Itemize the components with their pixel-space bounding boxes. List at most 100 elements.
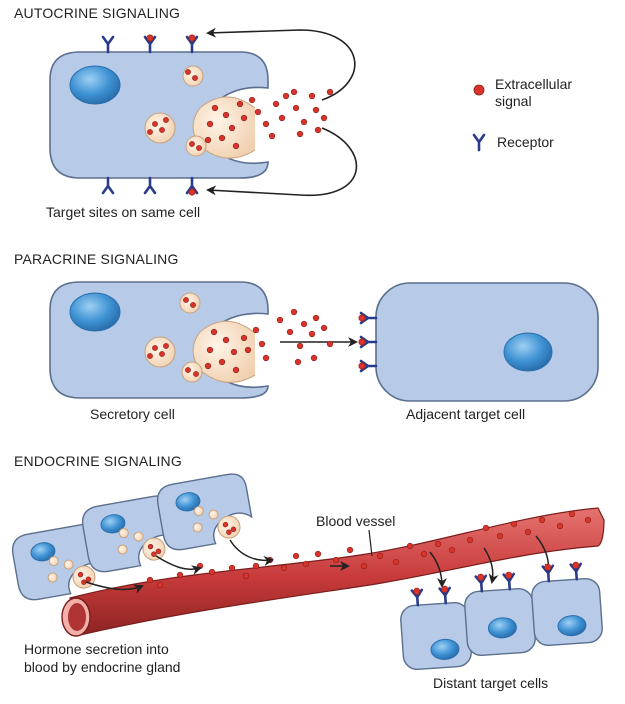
distant-target-cell bbox=[531, 561, 603, 647]
blood-signal bbox=[292, 552, 300, 560]
receptor-shape bbox=[541, 564, 555, 583]
gland-signal bbox=[85, 576, 92, 583]
receptor-shape bbox=[472, 133, 486, 152]
paracrine-signal bbox=[232, 366, 240, 374]
legend-receptor-label: Receptor bbox=[497, 134, 554, 150]
paracrine-secretory-label: Secretory cell bbox=[90, 406, 175, 422]
gland-signal bbox=[155, 548, 162, 555]
vesicle-signal bbox=[152, 121, 158, 127]
receptor-shape bbox=[359, 359, 378, 373]
paracrine-signal bbox=[258, 340, 266, 348]
blood-signal bbox=[556, 522, 564, 530]
blood-signal bbox=[496, 532, 504, 540]
autocrine-signal bbox=[236, 100, 244, 108]
receptor-shape bbox=[569, 562, 582, 581]
blood-signal bbox=[434, 540, 442, 548]
paracrine-signal bbox=[240, 334, 248, 342]
paracrine-title: PARACRINE SIGNALING bbox=[14, 251, 179, 267]
blood-vessel-lumen bbox=[68, 603, 86, 631]
receptor-shape bbox=[185, 35, 199, 54]
blood-signal bbox=[208, 568, 216, 576]
receptor-icon bbox=[358, 359, 378, 373]
bound-signal bbox=[358, 338, 366, 346]
paracrine-signal bbox=[300, 320, 308, 328]
receptor-icon bbox=[185, 34, 199, 54]
paracrine-signal bbox=[320, 324, 328, 332]
autocrine-signal bbox=[292, 104, 300, 112]
gland-nucleus bbox=[100, 514, 126, 534]
receptor-shape bbox=[410, 588, 424, 607]
blood-signal bbox=[228, 564, 236, 572]
vesicle-signal bbox=[163, 117, 169, 123]
blood-signal bbox=[392, 558, 400, 566]
receptor-icon bbox=[474, 573, 488, 593]
vesicle-signal bbox=[185, 367, 191, 373]
distant-target-cell bbox=[400, 585, 472, 671]
bound-signal bbox=[505, 571, 513, 579]
legend-receptor-icon bbox=[472, 133, 486, 152]
vesicle-signal bbox=[159, 351, 165, 357]
endocrine-arrow bbox=[229, 539, 274, 566]
blood-signal bbox=[252, 562, 260, 570]
gland-label-line1: Hormone secretion into bbox=[24, 641, 169, 657]
gland-vesicle bbox=[192, 522, 203, 533]
paracrine-signal bbox=[206, 346, 214, 354]
paracrine-signal bbox=[252, 326, 260, 334]
blood-signal bbox=[448, 546, 456, 554]
receptor-shape bbox=[474, 574, 488, 593]
blood-signal bbox=[280, 564, 288, 572]
gland-signal bbox=[230, 526, 237, 533]
vesicle-signal bbox=[147, 353, 153, 359]
blood-signal bbox=[314, 550, 322, 558]
blood-signal bbox=[156, 581, 164, 589]
receptor-icon bbox=[101, 176, 115, 195]
endocrine-arrow bbox=[85, 581, 144, 594]
paracrine-signal bbox=[310, 354, 318, 362]
bound-signal bbox=[188, 188, 196, 196]
gland-vesicle bbox=[142, 537, 166, 561]
bound-signal bbox=[544, 563, 552, 571]
gland-vesicle bbox=[117, 544, 128, 555]
autocrine-signal bbox=[296, 130, 304, 138]
legend-signal-label-line2: signal bbox=[495, 93, 532, 109]
blood-vessel-pointer bbox=[368, 529, 373, 557]
bound-signal bbox=[358, 314, 366, 322]
blood-signal bbox=[176, 571, 184, 579]
autocrine-signal bbox=[290, 88, 298, 96]
paracrine-signal bbox=[204, 362, 212, 370]
target-cell-nucleus bbox=[430, 638, 460, 660]
autocrine-signal bbox=[320, 114, 328, 122]
autocrine-signal bbox=[248, 96, 256, 104]
autocrine-signal bbox=[218, 134, 226, 142]
autocrine-signal bbox=[272, 100, 280, 108]
blood-signal bbox=[524, 528, 532, 536]
vesicle-signal bbox=[193, 371, 199, 377]
target-cell-nucleus bbox=[487, 617, 517, 639]
endocrine-title: ENDOCRINE SIGNALING bbox=[14, 453, 182, 469]
autocrine-signal bbox=[232, 142, 240, 150]
paracrine-signal bbox=[290, 308, 298, 316]
receptor-icon bbox=[502, 571, 515, 591]
paracrine-signal bbox=[210, 328, 218, 336]
blood-signal bbox=[376, 552, 384, 560]
paracrine-signal bbox=[262, 354, 270, 362]
paracrine-signal bbox=[286, 328, 294, 336]
autocrine-panel bbox=[49, 27, 358, 197]
legend bbox=[472, 84, 486, 152]
gland-label-line2: blood by endocrine gland bbox=[24, 659, 181, 675]
autocrine-signal bbox=[308, 92, 316, 100]
receptor-shape bbox=[101, 176, 115, 195]
gland-signal bbox=[77, 571, 84, 578]
autocrine-signal bbox=[326, 88, 334, 96]
autocrine-signal bbox=[314, 126, 322, 134]
receptor-shape bbox=[143, 35, 157, 54]
autocrine-signal bbox=[240, 114, 248, 122]
endocrine-panel bbox=[11, 473, 605, 671]
vesicle-signal bbox=[147, 129, 153, 135]
receptor-shape bbox=[502, 572, 515, 591]
paracrine-signal bbox=[218, 358, 226, 366]
endocrine-target-label: Distant target cells bbox=[433, 675, 549, 691]
paracrine-target-label: Adjacent target cell bbox=[406, 406, 526, 422]
gland-vesicle bbox=[193, 506, 204, 517]
